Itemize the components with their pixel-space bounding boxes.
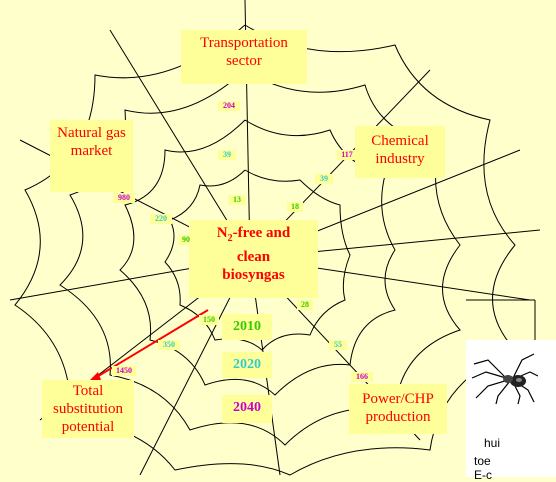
natural-gas-label: Natural gas market xyxy=(50,120,133,192)
legend-panel: hui toe E-c xyxy=(466,340,556,477)
year-2010-box: 2010 xyxy=(222,314,272,340)
legend-line-2: toe xyxy=(474,454,491,468)
center-biosyngas-box: N2-free and clean biosyngas xyxy=(189,220,318,298)
year-2020-box: 2020 xyxy=(222,352,272,378)
legend-line-1: hui xyxy=(484,436,500,450)
natural-gas-2010-value: 90 xyxy=(178,235,194,245)
center-line2: clean xyxy=(189,248,318,266)
chemical-2040-value: 117 xyxy=(337,150,357,160)
legend-line-3: E-c xyxy=(474,468,492,482)
power-2040-value: 166 xyxy=(351,372,373,382)
center-line1-suffix: -free and xyxy=(233,225,291,241)
spider-icon xyxy=(468,346,538,406)
total-substitution-label: Total substitution potential xyxy=(42,380,134,438)
year-2040-box: 2040 xyxy=(222,395,272,423)
transportation-2020-value: 39 xyxy=(218,150,236,160)
total-2010-value: 150 xyxy=(199,315,219,325)
power-2020-value: 55 xyxy=(329,340,347,350)
transportation-label: Transportation sector xyxy=(181,30,307,84)
total-2040-value: 1450 xyxy=(112,366,136,376)
power-2010-value: 28 xyxy=(297,300,313,310)
total-2020-value: 350 xyxy=(158,340,180,350)
transportation-2040-value: 204 xyxy=(218,101,240,111)
chemical-2020-value: 39 xyxy=(315,174,333,184)
center-line3: biosyngas xyxy=(189,266,318,284)
chemical-2010-value: 18 xyxy=(287,202,303,212)
transportation-2010-value: 13 xyxy=(228,195,246,205)
natural-gas-2040-value: 980 xyxy=(113,193,135,203)
center-line1-prefix: N xyxy=(217,225,228,241)
power-label: Power/CHP production xyxy=(349,384,447,434)
natural-gas-2020-value: 220 xyxy=(150,214,172,224)
chemical-label: Chemical industry xyxy=(355,126,445,178)
